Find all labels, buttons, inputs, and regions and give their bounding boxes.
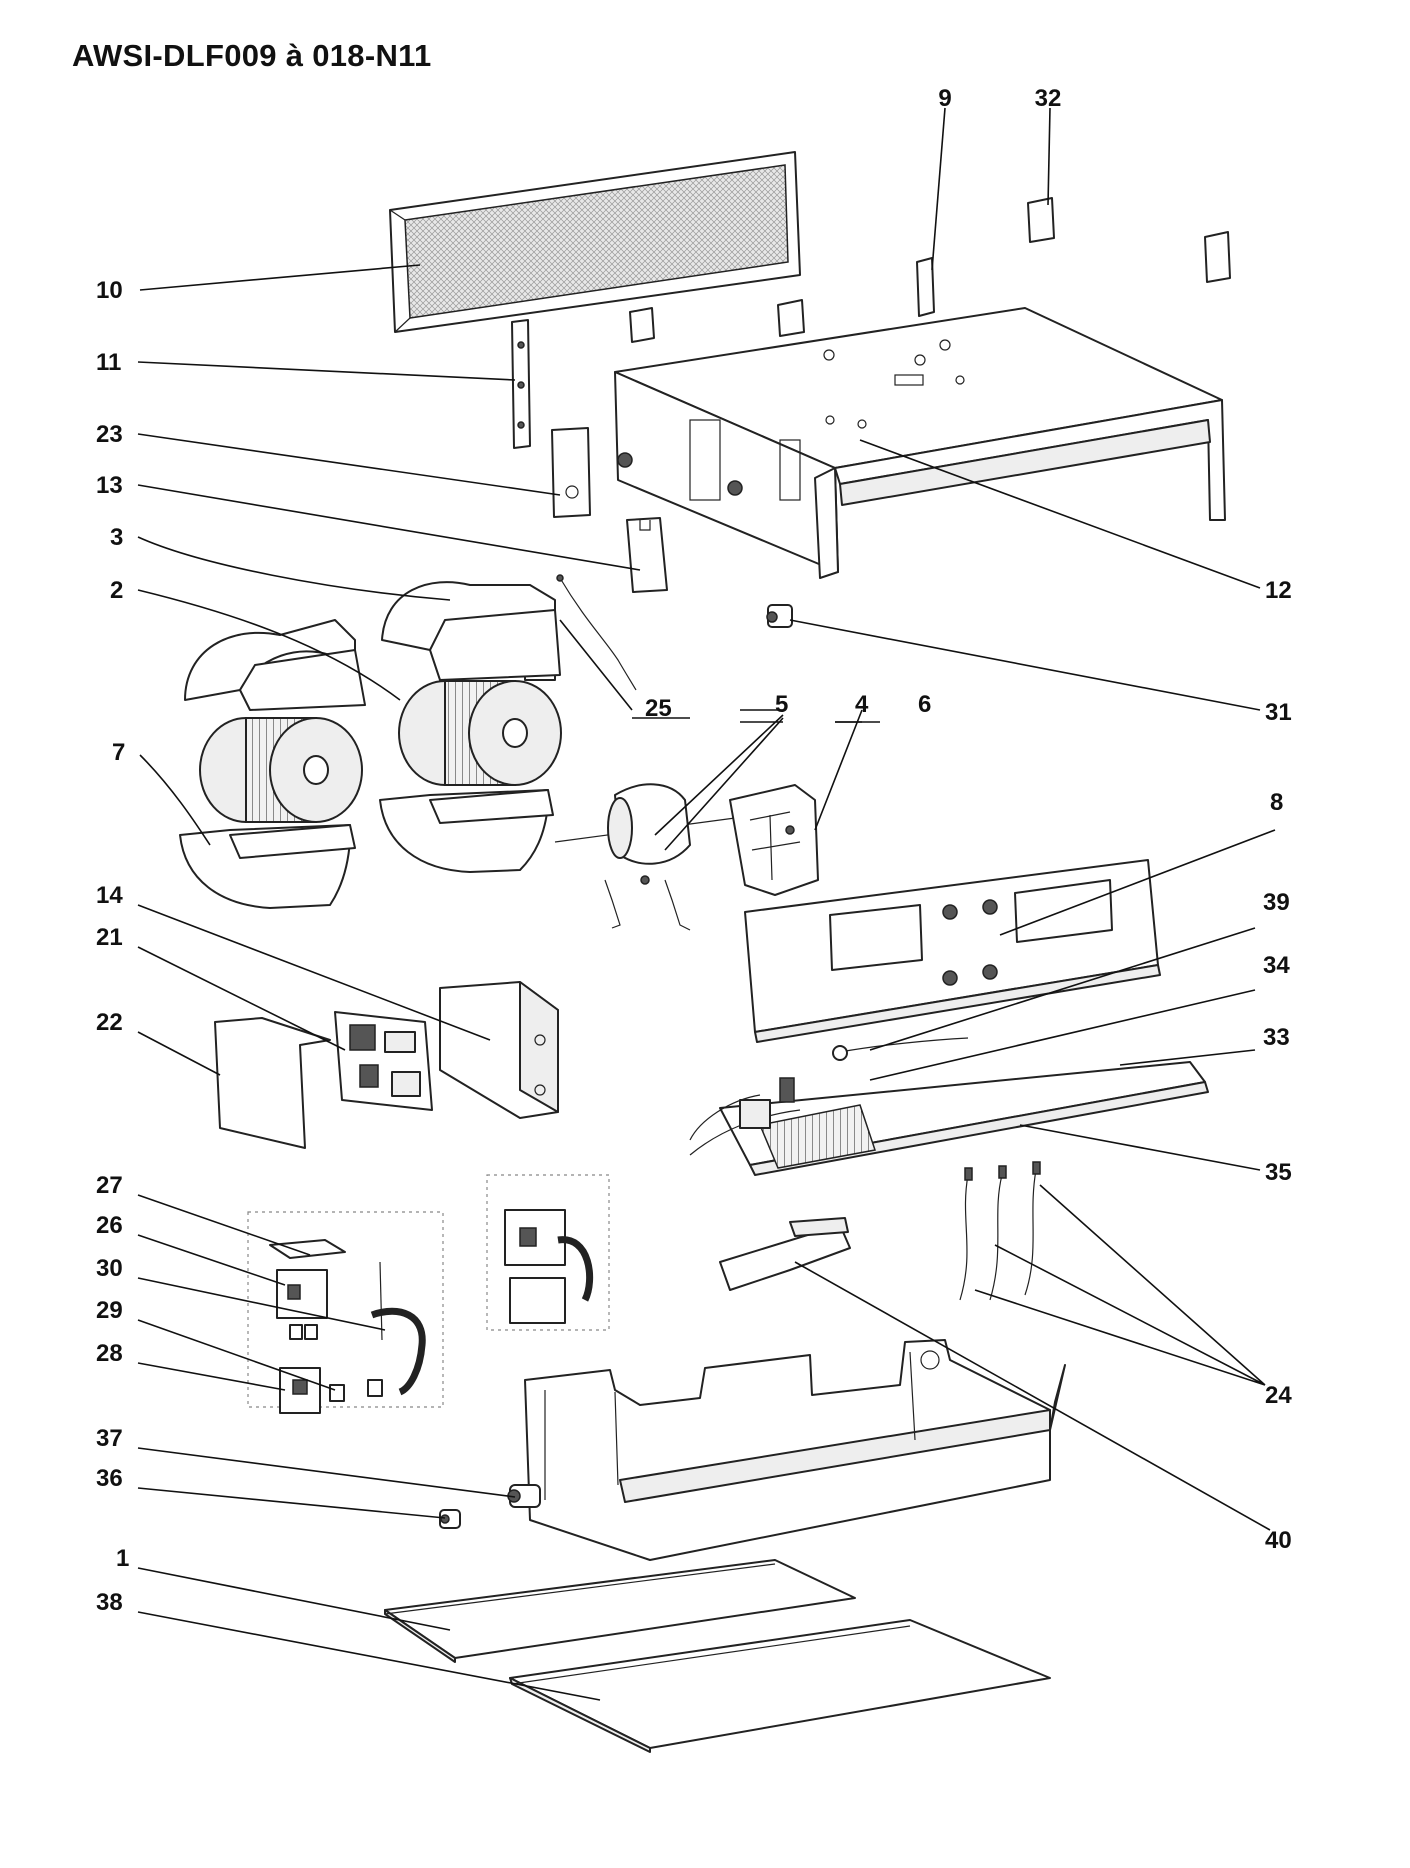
- callout-24: 24: [1265, 1382, 1292, 1409]
- part-24-wire-harness: [959, 1161, 1041, 1301]
- part-6-motor-bracket: [729, 784, 819, 896]
- part-14-electrical-box: [439, 981, 559, 1119]
- callout-labels: 9 32 10 11 23 13 3 2 12 31 25 5 4 6 7 8 …: [96, 85, 1292, 1616]
- part-33-35-heat-exchanger: [689, 1061, 1209, 1176]
- part-5-fan-motor: [554, 783, 736, 885]
- callout-5: 5: [775, 691, 788, 718]
- callout-21: 21: [96, 924, 123, 951]
- callout-10: 10: [96, 277, 123, 304]
- part-38-bottom-cover: [509, 1619, 1051, 1753]
- part-7-lower-scroll-housings: [179, 789, 554, 909]
- callout-2: 2: [110, 577, 123, 604]
- callout-8: 8: [1270, 789, 1283, 816]
- callout-22: 22: [96, 1009, 123, 1036]
- callout-3: 3: [110, 524, 123, 551]
- leader-lines: [137, 107, 1276, 1701]
- callout-27: 27: [96, 1172, 123, 1199]
- part-4-motor-clips: [604, 879, 691, 931]
- part-12-main-casing: [614, 307, 1226, 579]
- callout-36: 36: [96, 1465, 123, 1492]
- callout-6: 6: [918, 691, 931, 718]
- callout-25: 25: [645, 695, 672, 722]
- callout-30: 30: [96, 1255, 123, 1282]
- part-21-control-board: [334, 1011, 433, 1111]
- part-3-upper-scroll-housings: [184, 581, 561, 711]
- part-31-drain-fitting: [766, 604, 793, 628]
- part-13-plate: [626, 517, 668, 593]
- part-8-control-panel: [744, 859, 1161, 1043]
- callout-33: 33: [1263, 1024, 1290, 1051]
- part-2-blower-wheels: [199, 680, 562, 823]
- part-10-air-filter: [389, 151, 801, 333]
- callout-26: 26: [96, 1212, 123, 1239]
- callout-13: 13: [96, 472, 123, 499]
- part-40-drain-bracket: [719, 1217, 851, 1291]
- callout-40: 40: [1265, 1527, 1292, 1554]
- callout-28: 28: [96, 1340, 123, 1367]
- callout-29: 29: [96, 1297, 123, 1324]
- part-1-bottom-panel: [384, 1559, 856, 1663]
- part-23-plate: [551, 427, 591, 518]
- callout-35: 35: [1265, 1159, 1292, 1186]
- part-39-temperature-sensor: [832, 1037, 969, 1061]
- part-25-sensor-cable: [556, 574, 637, 691]
- callout-23: 23: [96, 421, 123, 448]
- hanger-brackets: [629, 197, 1231, 343]
- diagram-title: AWSI-DLF009 à 018-N11: [72, 38, 432, 73]
- callout-37: 37: [96, 1425, 123, 1452]
- part-22-box-cover: [214, 1017, 331, 1149]
- part-36-drain-plug: [439, 1509, 461, 1529]
- callout-11: 11: [96, 349, 121, 376]
- callout-34: 34: [1263, 952, 1290, 979]
- callout-31: 31: [1265, 699, 1292, 726]
- callout-39: 39: [1263, 889, 1290, 916]
- callout-32: 32: [1035, 85, 1062, 112]
- callout-38: 38: [96, 1589, 123, 1616]
- callout-1: 1: [116, 1545, 129, 1572]
- callout-7: 7: [112, 739, 125, 766]
- part-26-30-drain-pump-assembly: [247, 1174, 610, 1414]
- part-11-bracket: [511, 319, 531, 449]
- callout-4: 4: [855, 691, 869, 718]
- callout-12: 12: [1265, 577, 1292, 604]
- callout-9: 9: [938, 85, 951, 112]
- drain-pan: [524, 1339, 1066, 1561]
- callout-14: 14: [96, 882, 123, 909]
- part-37-drain-outlet: [507, 1484, 541, 1508]
